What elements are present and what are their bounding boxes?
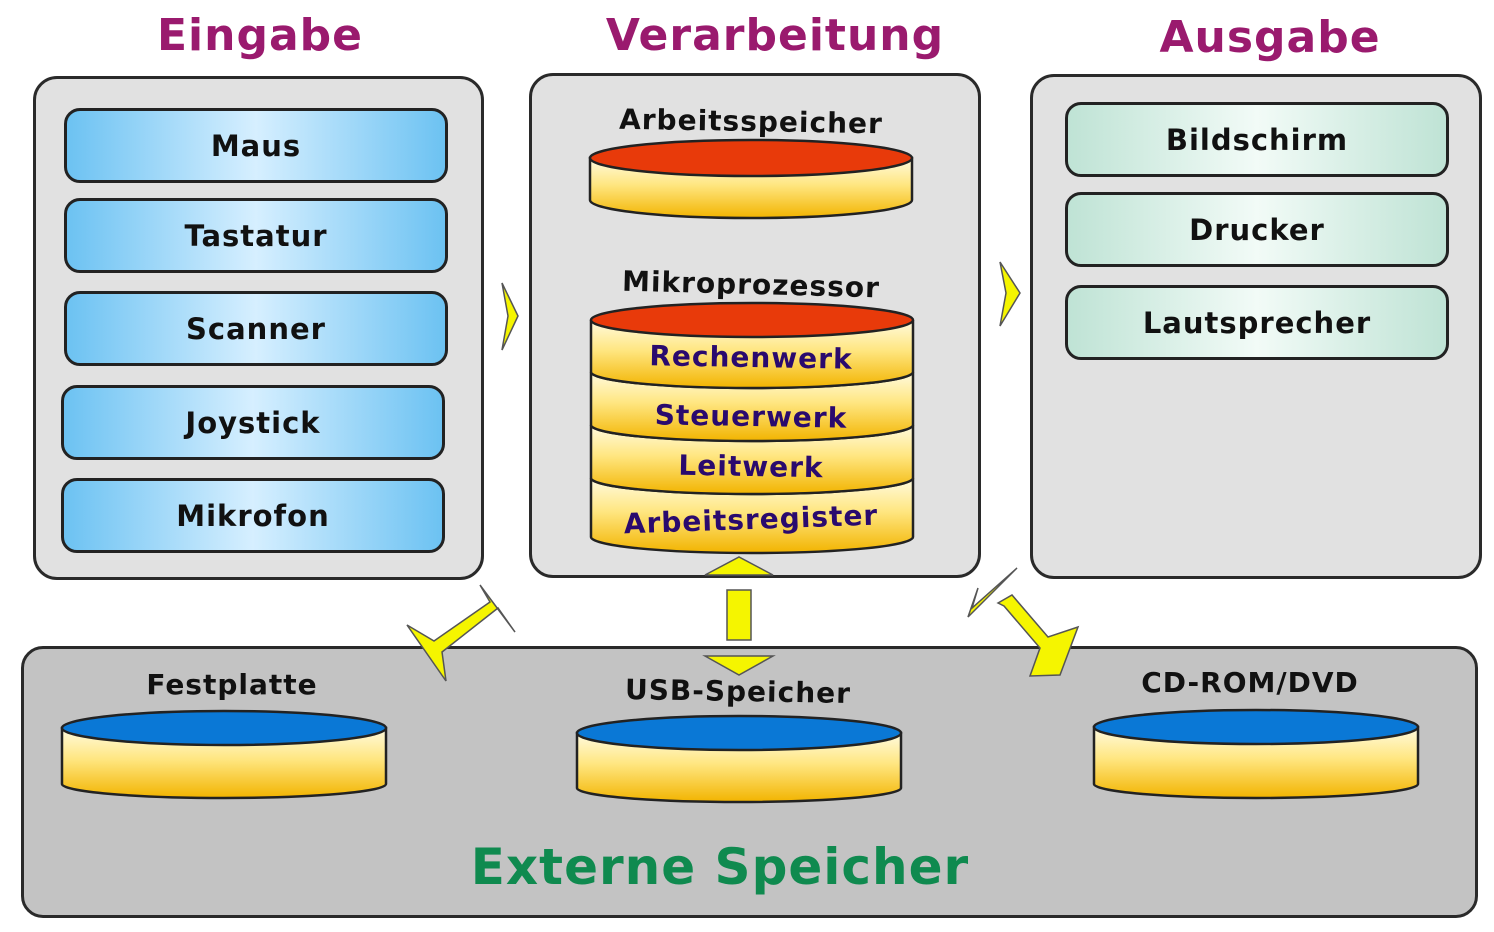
- input-item-scanner: Scanner: [64, 291, 448, 366]
- input-item-keyboard: Tastatur: [64, 198, 448, 273]
- arrow-input-to-external: [406, 584, 516, 682]
- arrow-external-to-output: [967, 567, 1018, 618]
- arrow-processing-up: [704, 556, 774, 576]
- input-item-mouse: Maus: [64, 108, 448, 183]
- arrow-processing-down: [702, 655, 776, 676]
- output-item-screen: Bildschirm: [1065, 102, 1449, 177]
- heading-output: Ausgabe: [1159, 12, 1381, 63]
- arrow-processing-shaft: [726, 589, 752, 641]
- cpu-layer-leitwerk: Leitwerk: [678, 448, 824, 485]
- heading-input: Eingabe: [157, 10, 363, 61]
- arrow-output-to-external: [996, 594, 1080, 677]
- memory-disk: [588, 138, 914, 220]
- input-item-joystick: Joystick: [61, 385, 445, 460]
- cpu-stack: [589, 301, 915, 555]
- output-item-speaker: Lautsprecher: [1065, 285, 1449, 360]
- arrow-processing-to-output: [999, 261, 1021, 327]
- disk-usb: [575, 714, 903, 804]
- cpu-layer-rechenwerk: Rechenwerk: [649, 339, 853, 376]
- heading-processing: Verarbeitung: [605, 10, 945, 61]
- disk-cdrom: [1092, 708, 1420, 800]
- arrow-input-to-processing: [501, 282, 519, 351]
- input-item-microphone: Mikrofon: [61, 478, 445, 553]
- disk-harddrive: [60, 709, 388, 800]
- drive-label-harddrive: Festplatte: [146, 668, 318, 701]
- external-storage-title: Externe Speicher: [470, 838, 970, 896]
- drive-label-cdrom: CD-ROM/DVD: [1141, 666, 1359, 699]
- drive-label-usb: USB-Speicher: [624, 673, 852, 710]
- memory-label: Arbeitsspeicher: [618, 102, 884, 141]
- output-item-printer: Drucker: [1065, 192, 1449, 267]
- cpu-layer-steuerwerk: Steuerwerk: [654, 398, 848, 435]
